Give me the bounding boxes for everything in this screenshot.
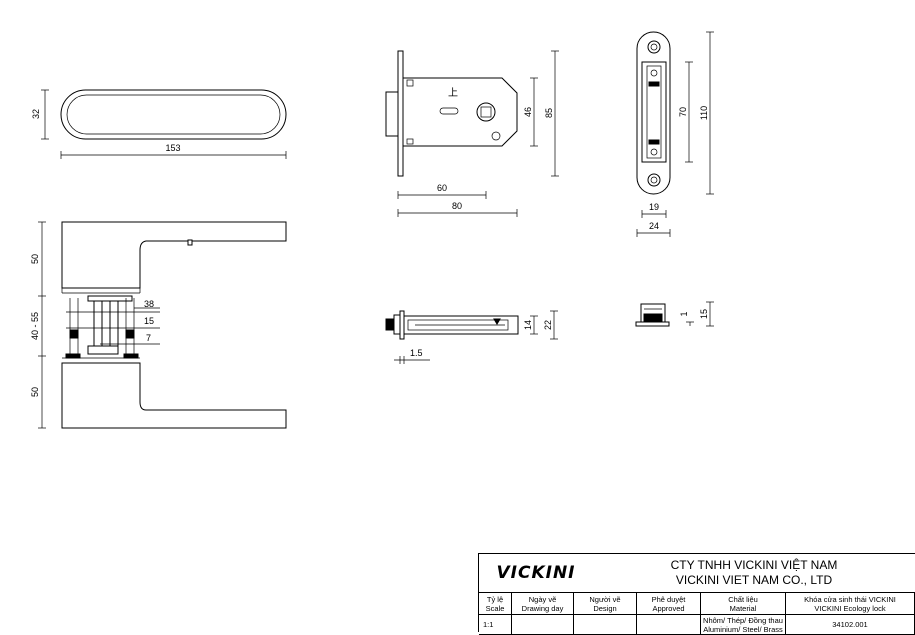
dim-strike-110: 110 <box>699 106 709 120</box>
dim-lock-60: 60 <box>437 183 447 193</box>
dim-latch-14: 14 <box>523 320 533 330</box>
lock-mark: 上 <box>448 87 458 99</box>
dim-lock-46: 46 <box>523 107 533 117</box>
logo-text: VICKINI <box>496 563 576 583</box>
company-name-vn: CTY TNHH VICKINI VIỆT NAM <box>670 558 838 572</box>
dim-lock-80: 80 <box>452 201 462 211</box>
header-design: Người vẽ Design <box>574 593 637 615</box>
dim-spindle-15: 15 <box>144 316 154 326</box>
title-block-table: Tỷ lệ Scale Ngày vẽ Drawing day Người vẽ… <box>479 593 915 635</box>
strike-plate-front: 70 110 19 24 <box>636 31 714 237</box>
mortise-lock-front: 上 46 85 60 80 <box>385 50 559 217</box>
value-scale: 1:1 <box>479 615 512 635</box>
dim-lever-upper: 50 <box>30 254 40 264</box>
dim-strike-side-1: 1 <box>679 311 689 316</box>
handle-top-view: 32 153 <box>31 89 287 159</box>
dim-spindle-38: 38 <box>144 299 154 309</box>
dim-lock-85: 85 <box>544 108 554 118</box>
header-approved: Phê duyệt Approved <box>637 593 701 615</box>
dim-lever-lower: 50 <box>30 387 40 397</box>
latch-side-view: 14 22 1.5 <box>385 310 558 364</box>
value-product-code: 34102.001 <box>786 615 915 635</box>
dim-strike-side-15: 15 <box>699 309 709 319</box>
dim-handle-length: 153 <box>165 143 180 153</box>
dim-handle-height: 32 <box>31 109 41 119</box>
dim-rose-range: 40 - 55 <box>30 312 40 340</box>
title-block: VICKINI CTY TNHH VICKINI VIỆT NAM VICKIN… <box>478 553 915 635</box>
value-approved <box>637 615 701 635</box>
header-drawing-day: Ngày vẽ Drawing day <box>512 593 574 615</box>
value-drawing-day <box>512 615 574 635</box>
dim-spindle-7: 7 <box>146 333 151 343</box>
header-scale: Tỷ lệ Scale <box>479 593 512 615</box>
header-product: Khóa cửa sinh thái VICKINI VICKINI Ecolo… <box>786 593 915 615</box>
value-material: Nhôm/ Thép/ Đồng thau Aluminium/ Steel/ … <box>701 615 786 635</box>
lever-side-view: 38 15 7 50 40 - 55 50 <box>30 221 287 429</box>
header-material: Chất liệu Material <box>701 593 786 615</box>
company-logo: VICKINI <box>479 554 593 592</box>
company-name: CTY TNHH VICKINI VIỆT NAM VICKINI VIET N… <box>593 554 915 592</box>
value-design <box>574 615 637 635</box>
dim-strike-19: 19 <box>649 202 659 212</box>
title-block-header: VICKINI CTY TNHH VICKINI VIỆT NAM VICKIN… <box>479 554 915 593</box>
strike-side-view: 1 15 <box>635 301 714 327</box>
dim-strike-24: 24 <box>649 221 659 231</box>
dim-latch-1-5: 1.5 <box>410 348 423 358</box>
dim-latch-22: 22 <box>543 320 553 330</box>
dim-strike-70: 70 <box>678 107 688 117</box>
company-name-en: VICKINI VIET NAM CO., LTD <box>675 573 833 587</box>
